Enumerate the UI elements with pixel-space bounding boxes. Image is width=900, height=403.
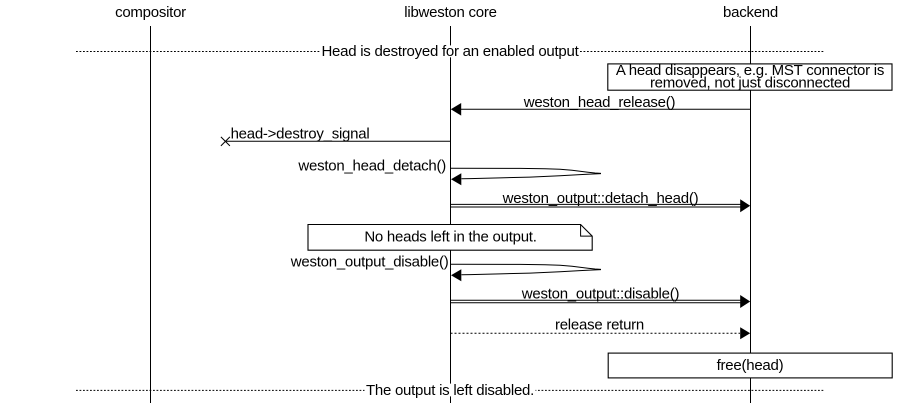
svg-text:libweston core: libweston core — [404, 4, 496, 21]
svg-text:release return: release return — [555, 317, 644, 334]
svg-text:weston_output::detach_head(): weston_output::detach_head() — [502, 190, 699, 207]
svg-text:free(head): free(head) — [717, 357, 784, 374]
svg-text:backend: backend — [723, 4, 778, 21]
svg-text:weston_head_detach(): weston_head_detach() — [297, 158, 446, 175]
svg-text:The output is left disabled.: The output is left disabled. — [366, 382, 534, 399]
svg-text:weston_output_disable(): weston_output_disable() — [290, 254, 449, 271]
svg-text:No heads left in the output.: No heads left in the output. — [364, 229, 536, 246]
svg-text:removed, not just disconnected: removed, not just disconnected — [650, 75, 850, 92]
svg-text:compositor: compositor — [115, 4, 186, 21]
svg-text:Head is destroyed for an enabl: Head is destroyed for an enabled output — [321, 43, 579, 60]
svg-text:head->destroy_signal: head->destroy_signal — [231, 125, 370, 142]
svg-text:A head disappears, e.g. MST co: A head disappears, e.g. MST connector is — [616, 62, 884, 79]
svg-text:weston_output::disable(): weston_output::disable() — [521, 286, 680, 303]
svg-text:weston_head_release(): weston_head_release() — [523, 94, 676, 111]
